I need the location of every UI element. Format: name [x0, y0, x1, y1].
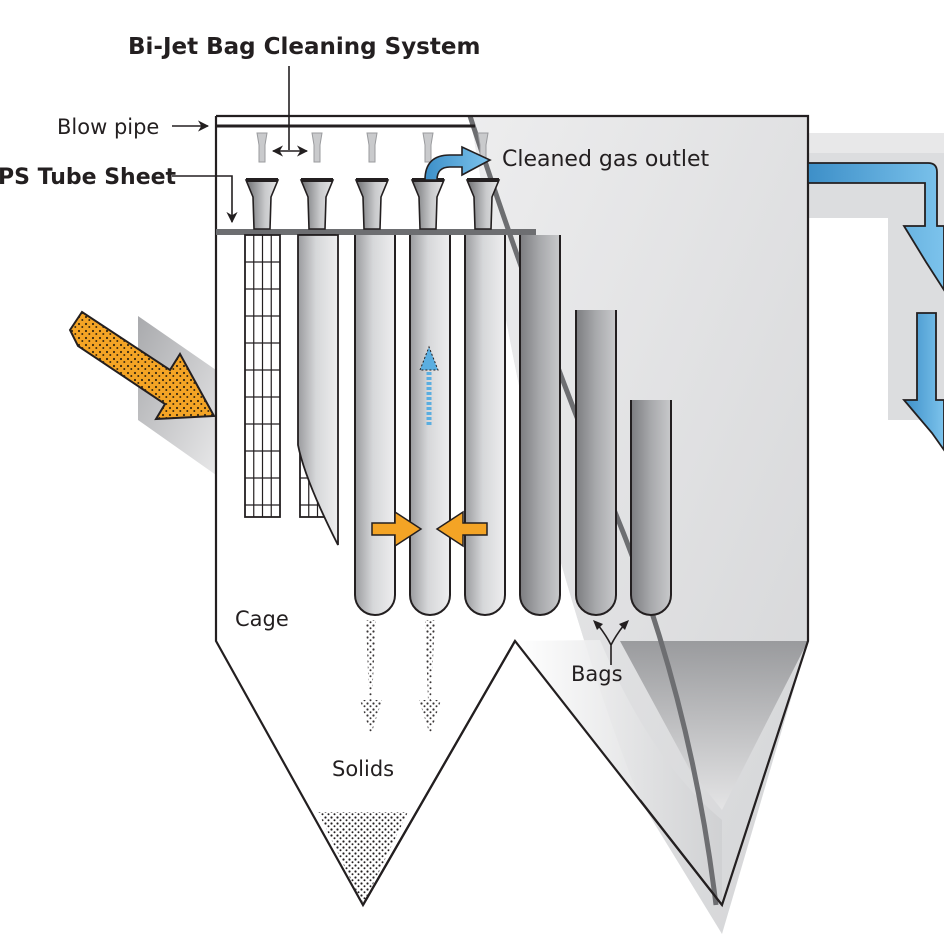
outlet-arrow-1	[807, 162, 944, 292]
label-cleaned-gas-outlet: Cleaned gas outlet	[502, 147, 710, 172]
clean-gas-flow-arrow	[419, 345, 439, 425]
nozzle-group	[256, 132, 489, 163]
outlet-arrow-2	[902, 312, 944, 452]
label-solids: Solids	[332, 757, 394, 781]
cage-1	[244, 234, 281, 518]
venturi-group	[244, 178, 501, 230]
label-bags: Bags	[571, 662, 623, 686]
label-cage: Cage	[235, 607, 289, 631]
filter-bag	[464, 235, 506, 616]
blow-nozzle	[311, 132, 323, 163]
hopper-divider	[362, 639, 723, 906]
venturi-nozzle	[465, 178, 501, 230]
venturi-nozzle	[299, 178, 335, 230]
dirty-gas-inlet-arrow	[68, 310, 216, 421]
bags-leader-head-left	[593, 620, 603, 630]
clean-gas-exit-arrow	[424, 145, 492, 181]
bags-leader-head-right	[619, 620, 629, 630]
solids-stream-1	[360, 620, 382, 735]
filter-bag	[519, 235, 561, 616]
orange-arrow-left	[435, 510, 488, 548]
diagram-title: Bi-Jet Bag Cleaning System	[128, 34, 480, 60]
filter-bag	[575, 310, 617, 616]
venturi-nozzle	[244, 178, 280, 230]
blow-nozzle	[366, 132, 378, 163]
tube-sheet	[216, 229, 536, 235]
outlet-duct	[808, 133, 944, 420]
label-tube-sheet: PS Tube Sheet	[0, 165, 177, 190]
filter-bag	[630, 400, 672, 616]
solids-pile	[318, 812, 408, 905]
orange-arrow-right	[371, 510, 423, 548]
venturi-nozzle	[354, 178, 390, 230]
label-blow-pipe: Blow pipe	[57, 115, 159, 139]
cage-2	[297, 234, 339, 546]
solids-stream-2	[419, 620, 441, 735]
blow-nozzle	[256, 132, 268, 163]
filter-bag	[354, 235, 396, 616]
tube-sheet-leader	[172, 175, 238, 224]
blow-nozzle	[422, 132, 434, 163]
